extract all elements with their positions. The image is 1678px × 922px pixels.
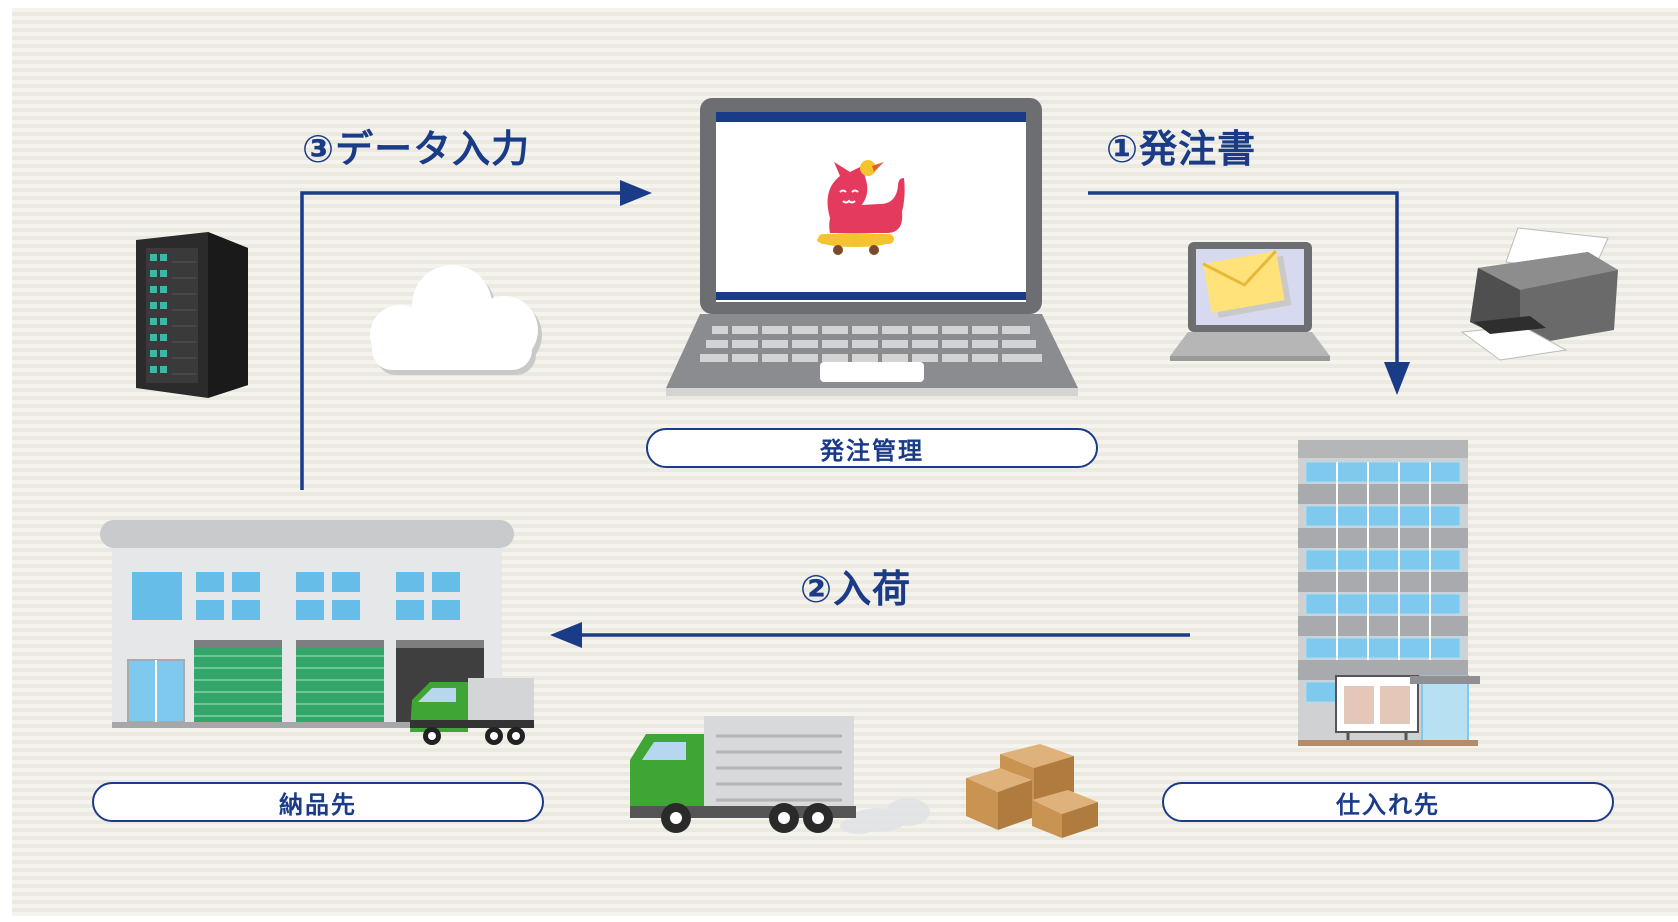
truck-icon <box>630 716 930 834</box>
warehouse-icon <box>100 520 534 745</box>
cat-mascot-icon <box>817 160 905 255</box>
order-management-label: 発注管理 <box>646 428 1098 468</box>
arrow-arrival <box>550 622 1190 648</box>
arrow-order-form <box>1088 191 1410 395</box>
cloud-icon <box>370 265 542 375</box>
step-data-entry-label: ③データ入力 <box>302 127 531 171</box>
step-arrival-label: ②入荷 <box>800 567 912 611</box>
supplier-label: 仕入れ先 <box>1162 782 1614 822</box>
email-laptop-icon <box>1170 242 1330 361</box>
cardboard-boxes-icon <box>966 744 1098 838</box>
small-truck-icon <box>410 678 534 745</box>
printer-icon <box>1460 227 1618 361</box>
server-rack-icon <box>136 232 248 398</box>
arrow-data-entry <box>300 180 652 490</box>
delivery-destination-label: 納品先 <box>92 782 544 822</box>
step-order-form-label: ①発注書 <box>1106 127 1257 171</box>
office-building-icon <box>1298 440 1480 746</box>
